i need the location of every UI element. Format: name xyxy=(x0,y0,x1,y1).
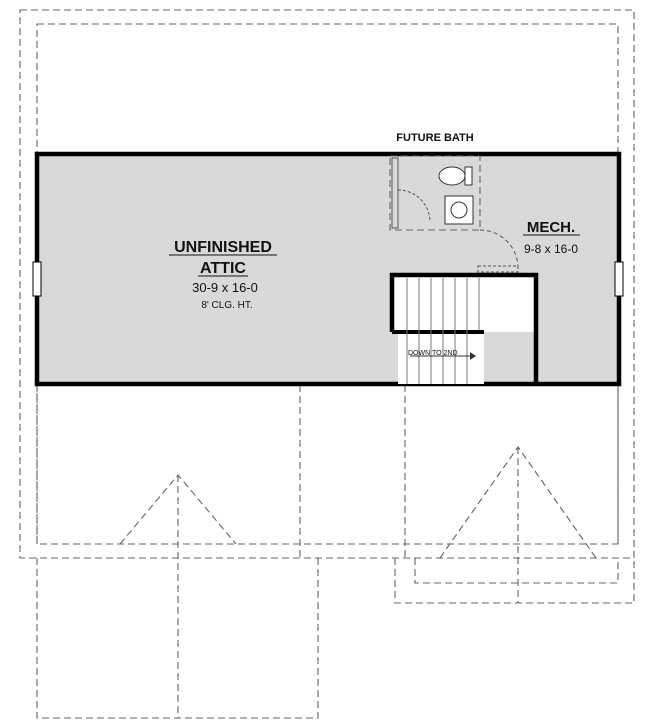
right-porch-inner-outline xyxy=(414,558,619,584)
attic-title-line2: ATTIC xyxy=(200,260,246,277)
attic-room xyxy=(32,151,624,387)
mech-door-swing xyxy=(479,229,519,269)
attic-floor-fill xyxy=(37,154,619,384)
sink-basin xyxy=(450,201,468,219)
stair-treads xyxy=(406,278,480,384)
future-bath-walls xyxy=(389,155,481,231)
future-bath-label: FUTURE BATH xyxy=(396,132,473,144)
mech-title: MECH. xyxy=(527,219,575,236)
stair-run-fill xyxy=(398,330,484,384)
upper-roof-boundary xyxy=(19,9,635,559)
future-bath xyxy=(389,155,519,273)
stair-arrow-icon xyxy=(470,352,476,360)
right-window xyxy=(614,261,624,297)
right-porch-outline xyxy=(394,558,635,604)
mech-dimensions: 9-8 x 16-0 xyxy=(524,242,578,256)
mech-door-opening xyxy=(477,265,519,273)
stair-top-fill xyxy=(392,275,536,332)
stair-rail-wall xyxy=(389,272,539,384)
toilet-bowl xyxy=(438,166,466,186)
attic-title-line1: UNFINISHED xyxy=(174,239,272,256)
stair-label: DOWN TO 2ND xyxy=(408,350,458,357)
left-window xyxy=(32,261,42,297)
attic-dimensions: 30-9 x 16-0 xyxy=(192,280,258,295)
attic-ceiling-height: 8' CLG. HT. xyxy=(201,300,252,311)
stairwell xyxy=(389,272,539,384)
toilet-tank xyxy=(464,166,473,186)
left-porch-outline xyxy=(36,558,319,719)
bath-door-swing xyxy=(397,189,431,223)
